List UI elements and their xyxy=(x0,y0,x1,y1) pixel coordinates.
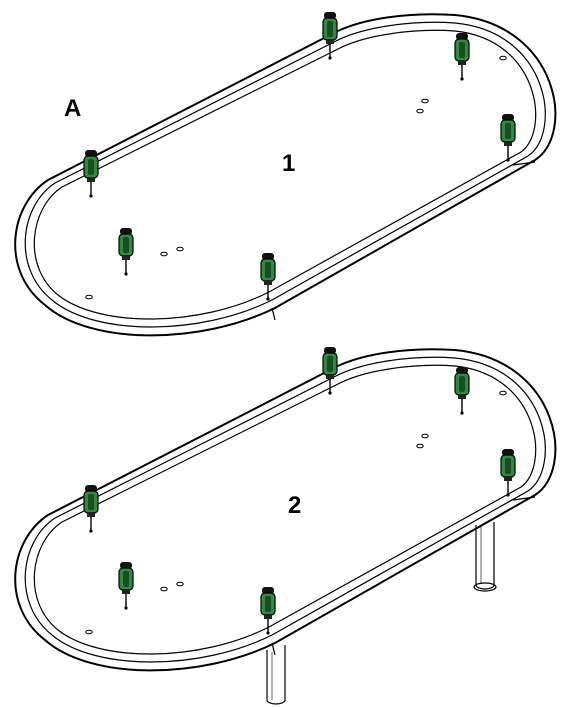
panel-1-assembly: A 1 xyxy=(14,11,557,337)
screwdriver-tool-icon xyxy=(83,11,516,302)
panel-1-label: 1 xyxy=(282,150,295,177)
panel-2-assembly: 2 xyxy=(14,346,557,705)
rail-track-icon xyxy=(14,348,557,672)
screwdriver-tool-icon xyxy=(83,346,516,636)
rail-track-icon xyxy=(14,13,557,337)
figure-letter: A xyxy=(64,95,81,122)
panel-2-label: 2 xyxy=(288,492,301,519)
mounting-hole-icon xyxy=(85,55,507,300)
leg-post-icon xyxy=(266,522,497,705)
